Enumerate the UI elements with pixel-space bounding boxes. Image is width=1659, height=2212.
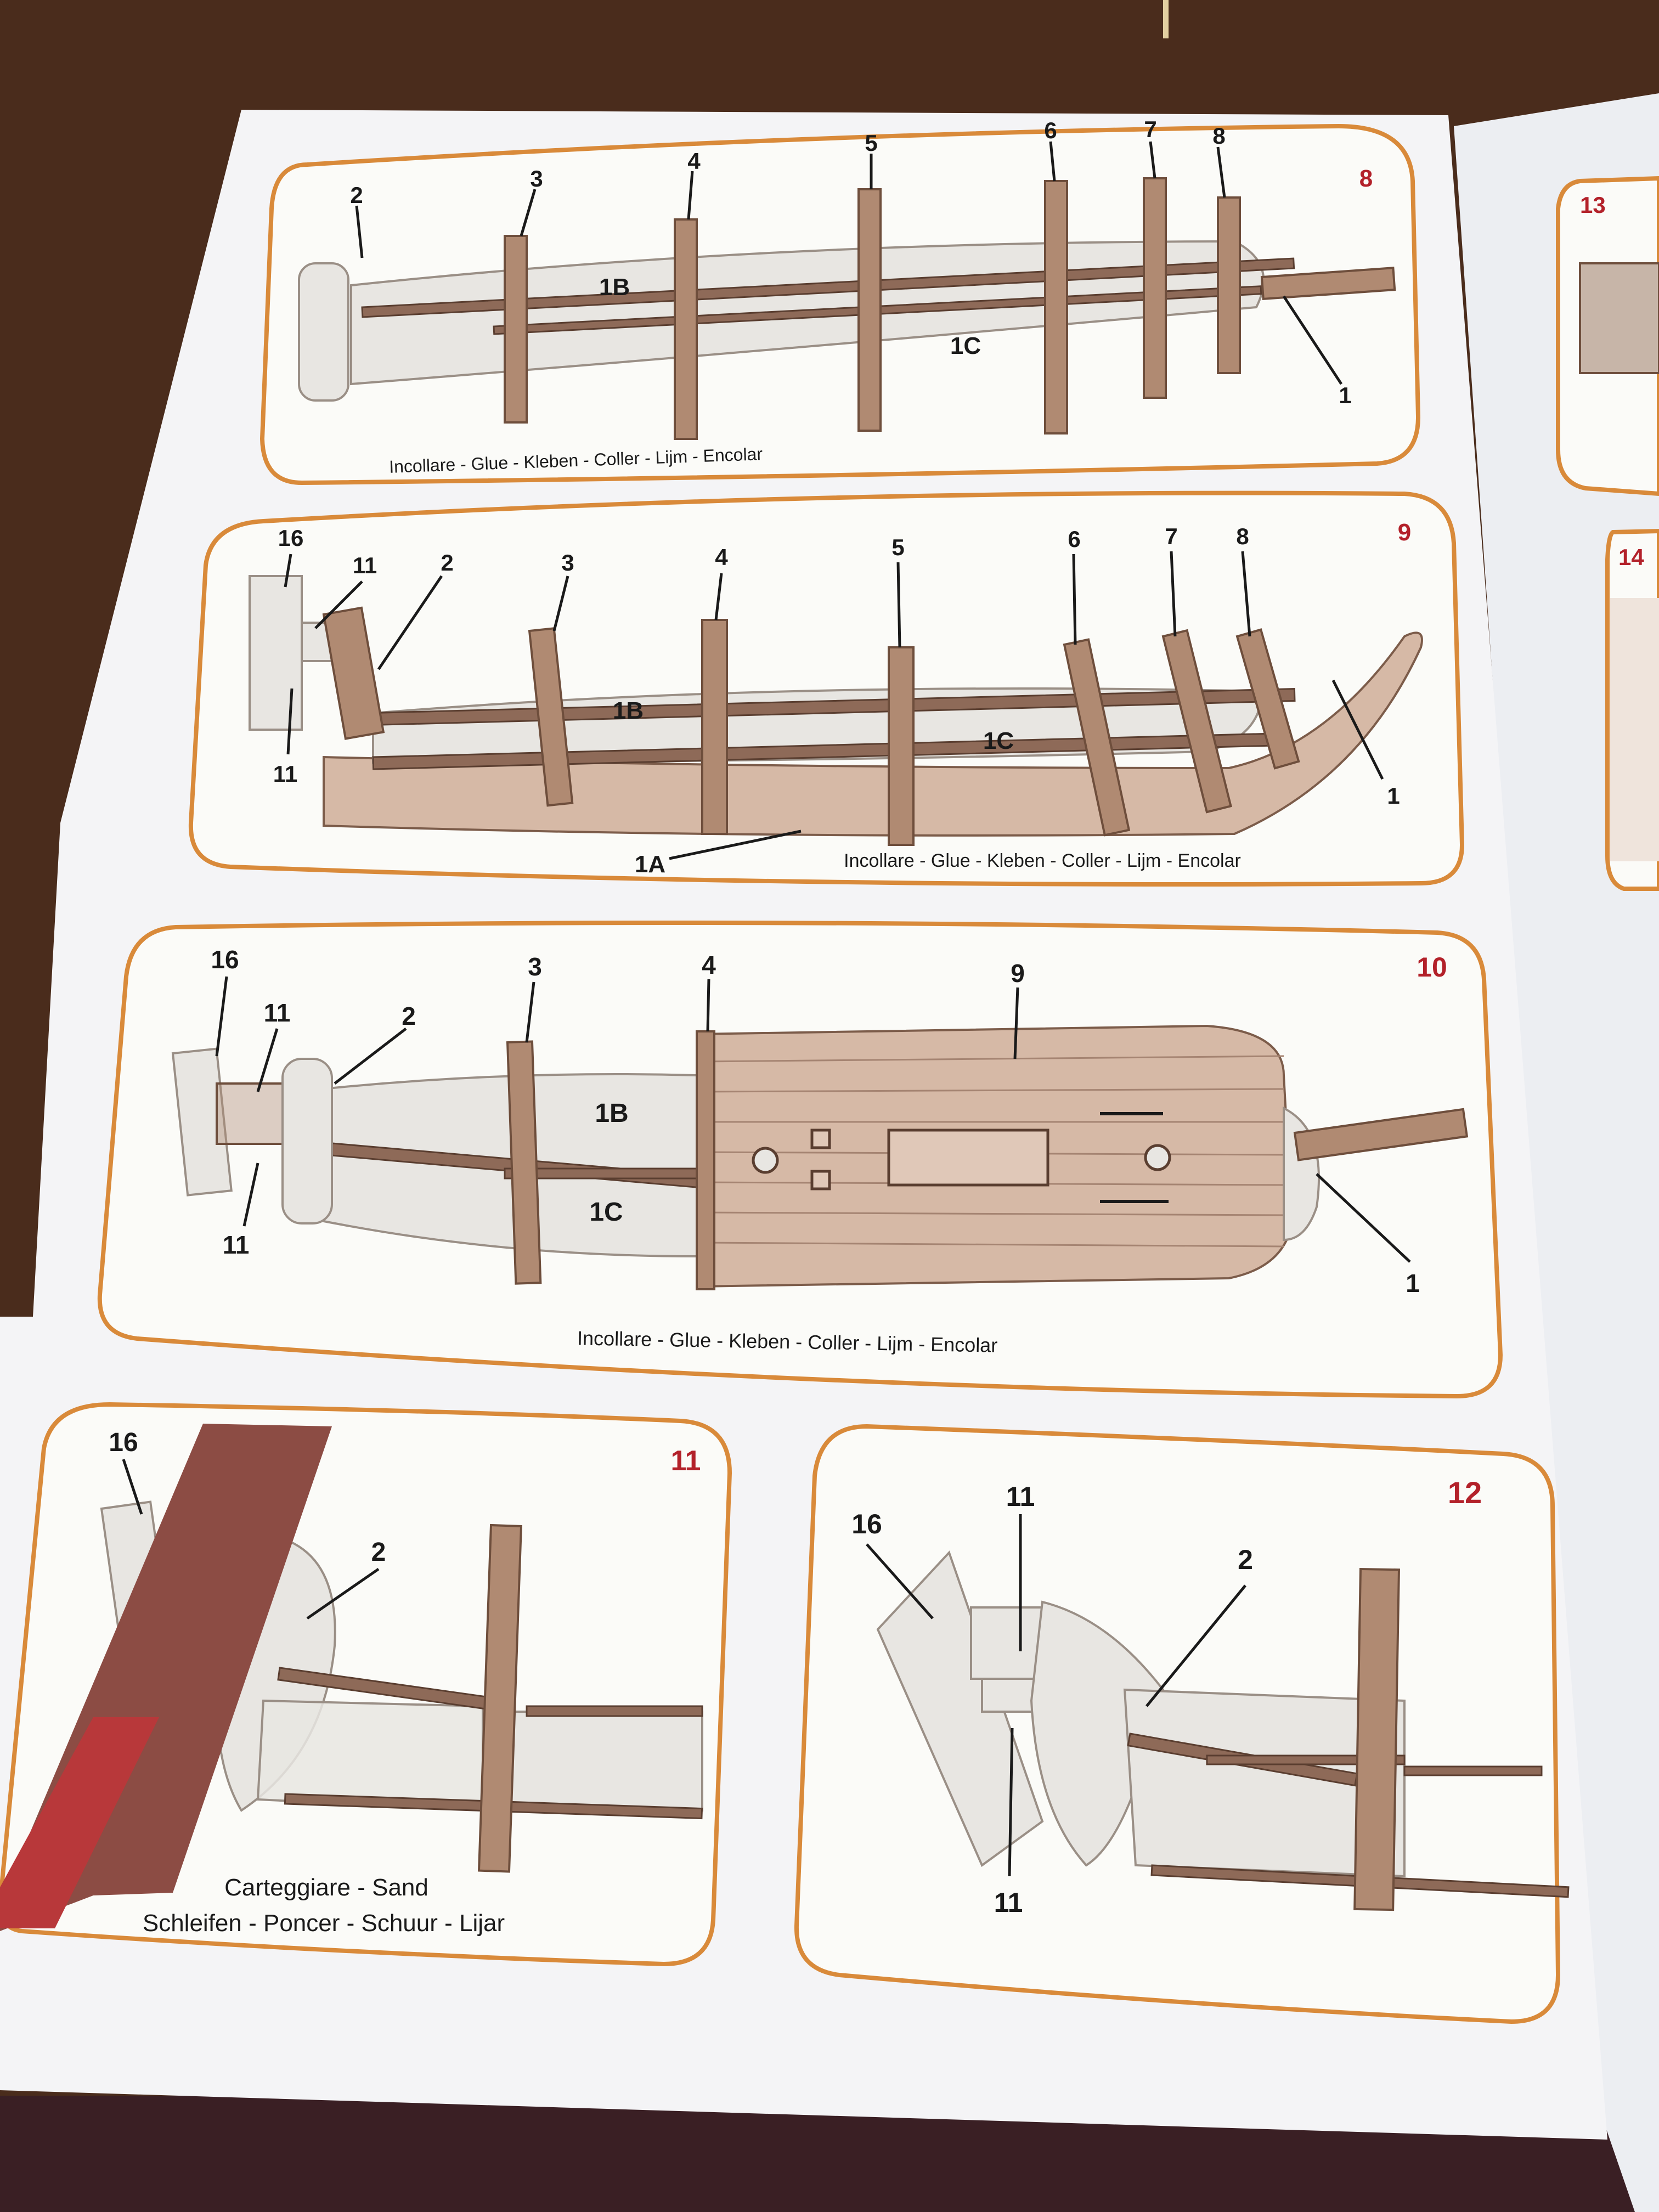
panel9-label-16: 16 [278,525,304,551]
panel11-caption-line2: Schleifen - Poncer - Schuur - Lijar [143,1910,505,1937]
panel9-label-1a: 1A [635,851,665,878]
panel10-label-1: 1 [1406,1269,1420,1297]
panel10-label-11-top: 11 [264,998,291,1027]
panel8-label-3: 4 [687,148,701,174]
panel8-label-1b: 1B [599,274,630,301]
panel-step-11: 16 2 11 Carteggiare - Sand Schleifen - P… [0,1402,732,1967]
panel9-label-1c: 1C [983,727,1014,754]
panel11-caption-line1: Carteggiare - Sand [224,1874,428,1901]
step-number-8: 8 [1359,165,1373,192]
panel12-label-11-top: 11 [1006,1481,1035,1512]
step-number-12: 12 [1448,1475,1482,1510]
panel10-label-16: 16 [211,945,239,974]
panel9-label-8: 8 [1236,523,1249,549]
panel9-label-11-bottom: 11 [273,761,297,787]
step-number-9: 9 [1398,519,1411,546]
panel12-label-2: 2 [1238,1544,1253,1575]
panel8-label-4: 5 [865,130,877,156]
panel-step-10: 16 11 2 3 4 9 1B 1C 11 1 10 Incollare - … [97,921,1503,1399]
panel9-label-6: 6 [1068,526,1080,552]
panel8-label-2: 3 [530,166,543,191]
panel10-label-1c: 1C [589,1198,623,1227]
panel8-label-5: 6 [1044,117,1057,143]
panel10-label-1b: 1B [595,1099,628,1128]
panel9-label-1b: 1B [613,697,644,724]
panel8-label-1: 1 [1339,382,1351,408]
panel8-label-6: 7 [1144,116,1156,142]
panel12-label-11-bottom: 11 [994,1887,1023,1918]
panel8-label-7: 8 [1212,123,1225,149]
toothpick [1163,0,1169,38]
panel10-label-11-bottom: 11 [223,1231,250,1259]
panel9-label-1: 1 [1387,783,1400,809]
panel9-label-3: 3 [561,550,574,575]
panel-step-12: 16 11 2 11 12 [794,1424,1570,2024]
panel8-label-1c: 1C [950,332,981,359]
step-number-13: 13 [1580,192,1606,218]
panel8-label-1: 2 [350,182,363,208]
step-number-10: 10 [1417,952,1447,983]
panel-step-8: 2 3 4 5 6 7 8 1B 1C 1 8 Incollare - Glue… [259,116,1421,486]
panel9-label-11-top: 11 [353,552,377,578]
panel-step-9: 16 11 2 3 4 5 6 7 8 1B 1C 11 1A 1 9 Inco… [188,490,1465,887]
panel10-label-3: 3 [528,952,542,981]
panel9-label-4: 4 [715,544,728,570]
right-page-panels: 13 14 [1556,176,1659,891]
step-number-14: 14 [1618,544,1644,570]
panel9-caption: Incollare - Glue - Kleben - Coller - Lij… [844,850,1241,871]
step-number-11: 11 [671,1445,701,1477]
panel9-label-2: 2 [441,550,453,575]
panel10-label-2: 2 [402,1002,416,1030]
panel10-label-4: 4 [702,951,716,979]
panel9-label-5: 5 [891,534,904,560]
panel11-label-2: 2 [371,1538,386,1567]
panel9-label-7: 7 [1165,523,1177,549]
panel12-label-16: 16 [851,1509,882,1539]
panel11-label-16: 16 [109,1428,138,1457]
panel10-label-9: 9 [1011,959,1025,988]
